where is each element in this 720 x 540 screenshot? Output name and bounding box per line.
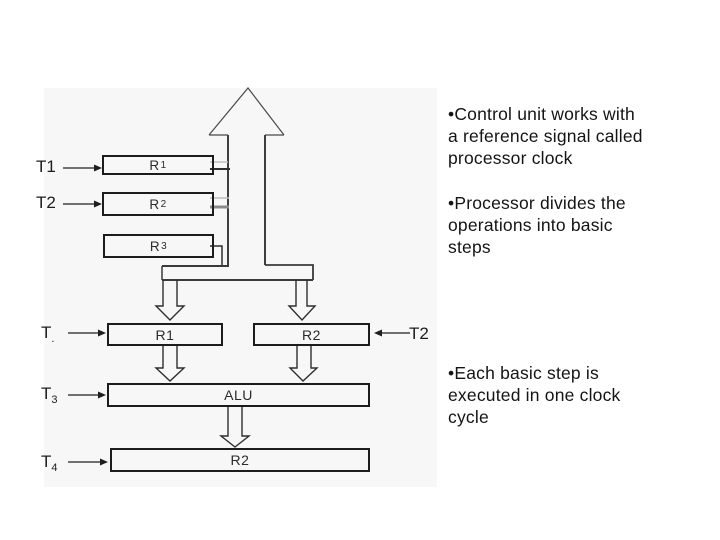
result-label-r2: R2 xyxy=(230,452,250,468)
timing-label-t4: T4 xyxy=(41,452,58,474)
timing-label-t2-lower: T. xyxy=(41,323,55,345)
datapath-box-r2: R2 xyxy=(253,323,370,346)
diagram-panel xyxy=(44,88,437,487)
alu-box: ALU xyxy=(107,383,370,407)
register-label-r2-sub: 2 xyxy=(160,198,167,210)
timing-label-t3: T3 xyxy=(41,384,58,406)
datapath-label-r2: R2 xyxy=(302,326,321,343)
bullet-basic-step: •Each basic step is executed in one cloc… xyxy=(448,363,621,427)
timing-label-t2: T2 xyxy=(36,193,56,212)
result-box-r2: R2 xyxy=(110,448,370,472)
alu-label: ALU xyxy=(224,387,253,403)
timing-label-t1: T1 xyxy=(36,157,56,176)
bullet-control-unit: •Control unit works with a reference sig… xyxy=(448,104,643,168)
register-label-r2: R xyxy=(149,196,160,212)
register-label-r1: R xyxy=(149,157,160,173)
bullet-processor-divides: •Processor divides the operations into b… xyxy=(448,193,626,257)
timing-label-t2-right: T2 xyxy=(409,324,429,343)
register-label-r1-sub: 1 xyxy=(160,159,167,171)
datapath-box-r1: R1 xyxy=(107,323,223,346)
register-label-r3-sub: 3 xyxy=(161,240,168,252)
register-label-r3: R xyxy=(149,238,161,254)
datapath-label-r1: R1 xyxy=(155,326,175,343)
